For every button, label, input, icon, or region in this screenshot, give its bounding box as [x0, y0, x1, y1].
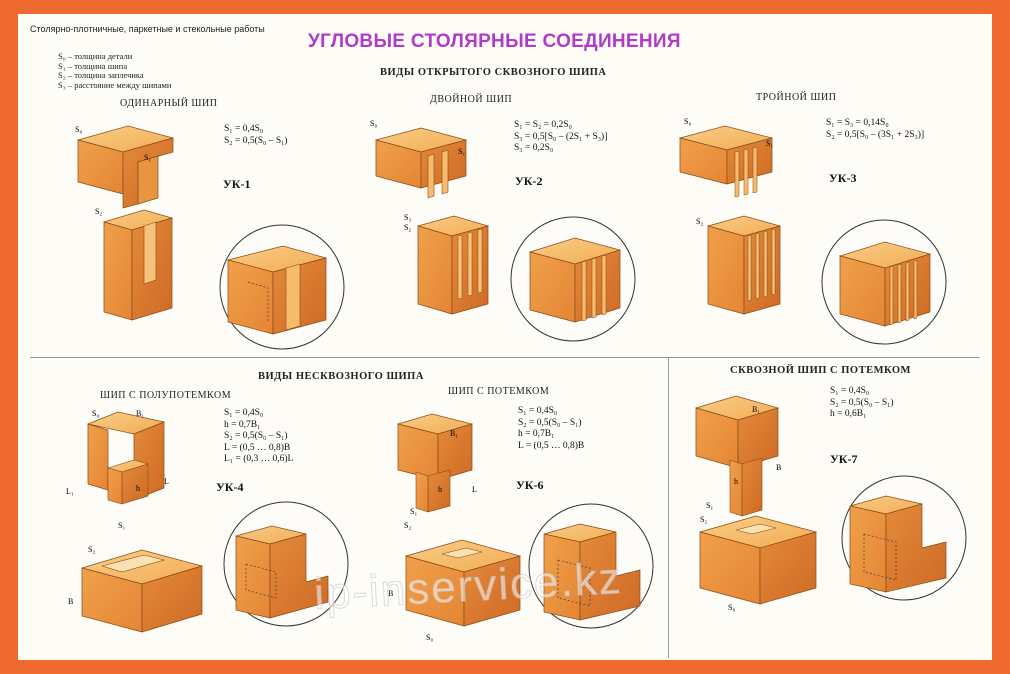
top-label: Столярно-плотничные, паркетные и стеколь…	[30, 24, 265, 34]
dim-label: B	[776, 463, 781, 472]
joint-name-uk2: ДВОЙНОЙ ШИП	[430, 94, 513, 105]
formula-line: S₁ = S₂ = 0,2S₀	[514, 120, 572, 130]
uk6-bottom-piece	[404, 539, 522, 627]
formula-line: S₁ = S₃ = 0,14S₀	[826, 118, 889, 128]
code-uk7: УК-7	[830, 452, 858, 466]
poster-sheet: Столярно-плотничные, паркетные и стеколь…	[18, 14, 992, 660]
dim-label: S₁	[458, 147, 465, 156]
formulas-uk7: S₁ = 0,4S₀ S₂ = 0,5(S₀ – S₁) h = 0,6B₁	[830, 386, 894, 421]
vertical-divider	[668, 358, 669, 658]
code-uk2: УК-2	[515, 174, 543, 188]
formulas-uk4: S₁ = 0,4S₀ h = 0,7B₁ S₂ = 0,5(S₀ – S₁) L…	[224, 408, 293, 466]
dim-label: h	[734, 477, 738, 486]
dim-label: S₂	[404, 521, 411, 530]
formula-line: S₂ = 0,5(S₀ – S₁)	[518, 417, 582, 428]
dim-label: L	[472, 485, 477, 494]
legend-item: S₁ – толщина шипа	[58, 60, 128, 71]
dim-label: S₀	[75, 125, 82, 134]
formula-line: S₁ = 0,4S₀	[224, 408, 264, 418]
formula-line: h = 0,7B₁	[224, 419, 261, 430]
formula-line: L = (0,5 … 0,8)B	[224, 442, 291, 453]
code-uk1: УК-1	[223, 177, 251, 191]
legend-item: S₂ – толщина заплечика	[58, 70, 144, 80]
page-title: УГЛОВЫЕ СТОЛЯРНЫЕ СОЕДИНЕНИЯ	[308, 31, 681, 52]
legend-item: S₀ – толщина детали	[58, 51, 133, 61]
dim-label: S₂	[700, 515, 707, 524]
uk7-top-piece	[694, 395, 780, 517]
formulas-uk6: S₁ = 0,4S₀ S₂ = 0,5(S₀ – S₁) h = 0,7B₁ L…	[518, 406, 584, 452]
drawings-layer: S₀ S₁ S₂	[66, 117, 967, 642]
uk4-top-piece	[86, 411, 166, 505]
formulas-uk2: S₁ = S₂ = 0,2S₀ S₃ = 0,5[S₀ – (2S₁ + S₃)…	[514, 120, 607, 155]
dim-label: h	[136, 484, 140, 493]
uk7-bottom-piece	[698, 515, 818, 605]
dim-label: S₂	[88, 545, 95, 554]
formula-line: S₂ = 0,5(S₀ – S₁)	[830, 397, 894, 408]
formula-line: L = (0,5 … 0,8)B	[518, 440, 585, 451]
dim-label: B₁	[136, 409, 144, 418]
uk2-bottom-piece	[416, 215, 490, 315]
section-title-open-through: ВИДЫ ОТКРЫТОГО СКВОЗНОГО ШИПА	[380, 67, 607, 78]
dim-label: S₀	[370, 119, 377, 128]
uk4-bottom-piece	[80, 549, 204, 633]
formula-line: h = 0,6B₁	[830, 409, 867, 419]
dim-label: S₁	[706, 501, 713, 510]
dim-label: S₂	[696, 217, 703, 226]
dim-label: L	[164, 477, 169, 486]
dim-label: S₁	[118, 521, 125, 530]
uk3-top-piece	[678, 125, 774, 198]
formulas-uk3: S₁ = S₃ = 0,14S₀ S₂ = 0,5[S₀ – (3S₁ + 2S…	[826, 118, 924, 141]
uk1-bottom-piece	[102, 209, 174, 321]
code-uk4: УК-4	[216, 480, 244, 494]
drawing-uk7: B₁ B h S₁ S₂ S₀	[694, 395, 967, 612]
formulas-uk1: S₁ = 0,4S₀ S₂ = 0,5(S₀ – S₁)	[224, 124, 288, 147]
drawing-uk6: B₁ L h S₁ S₂ B S₀	[388, 413, 654, 642]
dim-label: S₀	[92, 409, 99, 418]
drawing-uk2: S₀ S₁ S₃ S₂	[370, 119, 636, 342]
formula-line: S₃ = 0,5[S₀ – (2S₁ + S₃)]	[514, 131, 608, 142]
dim-label: S₁	[766, 139, 773, 148]
dim-label: S₃	[404, 213, 411, 222]
drawing-uk3: S₀ S₁ S₂	[678, 117, 947, 345]
section-title-through-hidden: СКВОЗНОЙ ШИП С ПОТЕМКОМ	[730, 365, 911, 376]
dim-label: S₁	[410, 507, 417, 516]
dim-label: B	[388, 589, 393, 598]
joint-name-uk3: ТРОЙНОЙ ШИП	[756, 92, 837, 103]
dim-label: L₁	[66, 487, 74, 496]
dim-label: S₀	[728, 603, 735, 612]
dim-label: B₁	[752, 405, 760, 414]
dim-label: S₂	[95, 207, 102, 216]
horizontal-divider	[30, 357, 980, 358]
formula-line: S₂ = 0,5(S₀ – S₁)	[224, 135, 288, 146]
uk3-bottom-piece	[706, 215, 782, 315]
formula-line: S₁ = 0,4S₀	[518, 406, 558, 416]
dim-label: S₁	[144, 153, 151, 162]
uk2-top-piece	[374, 127, 468, 199]
drawing-uk1: S₀ S₁ S₂	[75, 125, 345, 350]
formula-line: S₁ = 0,4S₀	[830, 386, 870, 396]
joint-name-uk1: ОДИНАРНЫЙ ШИП	[120, 98, 218, 109]
legend-item: S₃ – расстояние между шипами	[58, 79, 172, 90]
uk1-top-piece	[76, 125, 175, 209]
formula-line: S₂ = 0,5(S₀ – S₁)	[224, 431, 288, 441]
formula-line: S₂ = 0,5[S₀ – (3S₁ + 2S₃)]	[826, 129, 925, 140]
dim-label: B	[68, 597, 73, 606]
dim-label: S₀	[684, 117, 691, 126]
dim-label: S₂	[404, 223, 411, 232]
formula-line: S₁ = 0,4S₀	[224, 124, 264, 134]
formula-line: S₃ = 0,2S₀	[514, 143, 554, 153]
joint-name-uk4: ШИП С ПОЛУПОТЕМКОМ	[100, 390, 232, 401]
joint-name-uk6: ШИП С ПОТЕМКОМ	[448, 386, 550, 397]
dim-label: S₀	[426, 633, 433, 642]
code-uk3: УК-3	[829, 171, 857, 185]
formula-line: h = 0,7B₁	[518, 429, 555, 439]
uk6-top-piece	[396, 413, 474, 513]
drawing-uk4: S₀ B₁ L₁ L h S₁ S₂ B	[66, 409, 349, 633]
formula-line: L₁ = (0,3 … 0,6)L	[224, 454, 294, 464]
legend: S₀ – толщина детали S₁ – толщина шипа S₂…	[58, 51, 172, 90]
dim-label: B₁	[450, 429, 458, 438]
section-title-blind: ВИДЫ НЕСКВОЗНОГО ШИПА	[258, 371, 424, 382]
code-uk6: УК-6	[516, 478, 544, 492]
dim-label: h	[438, 485, 442, 494]
